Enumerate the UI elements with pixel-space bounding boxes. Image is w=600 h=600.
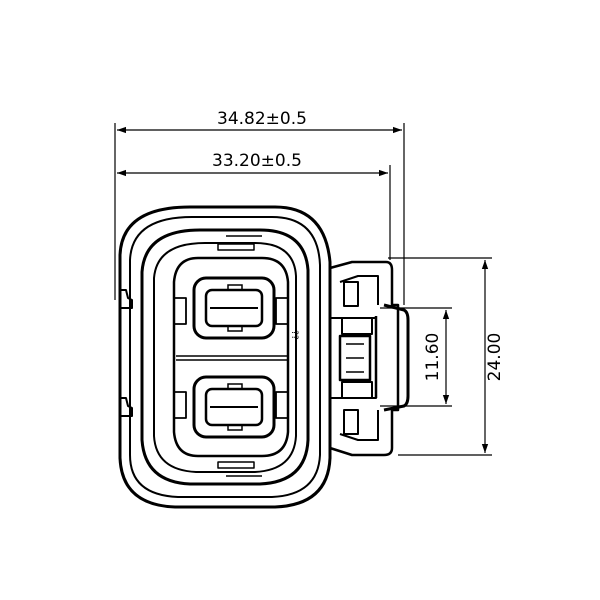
latch-height-label: 11.60 [423,333,443,382]
tab-right-top [275,297,289,325]
terminal-upper-frame [192,276,276,340]
tab-left-top [173,297,187,325]
overall-width-label: 34.82±0.5 [217,109,307,129]
dimension-body-width [117,165,391,260]
latch-frame-inner [339,275,379,441]
latch-button-top [341,317,373,335]
part-marking: ?? [289,330,299,340]
latch-assembly [329,260,410,457]
latch-hinge-center [338,334,372,382]
terminal-upper-top-pin [227,284,243,291]
left-notch-top [120,289,133,309]
terminal-lower-top-pin [227,383,243,390]
tab-left-bottom [173,391,187,419]
top-key [217,243,255,251]
connector-housing [118,205,332,509]
terminal-lower-bottom-pin [227,424,243,431]
housing-inner-outline [129,216,321,498]
terminal-upper-bottom-pin [227,325,243,332]
terminal-upper [192,276,276,340]
terminal-lower [192,375,276,439]
cavity-wall-inner [153,242,297,473]
dimension-overall-height [388,257,492,456]
terminal-chamber [172,256,290,458]
latch-frame [329,260,400,457]
overall-height-label: 24.00 [485,333,505,382]
cavity-wall-outer [140,228,310,486]
housing-outer-outline [118,205,332,509]
body-width-label: 33.20±0.5 [212,151,302,171]
terminal-lower-frame [192,375,276,439]
tab-right-bottom [275,391,289,419]
bottom-key [217,461,255,469]
latch-bottom-window [343,409,359,435]
latch-button-bottom [341,381,373,399]
latch-lever-outer [383,303,410,412]
left-notch-bottom [120,397,133,417]
dimension-overall-width [114,123,405,305]
latch-top-window [343,281,359,307]
